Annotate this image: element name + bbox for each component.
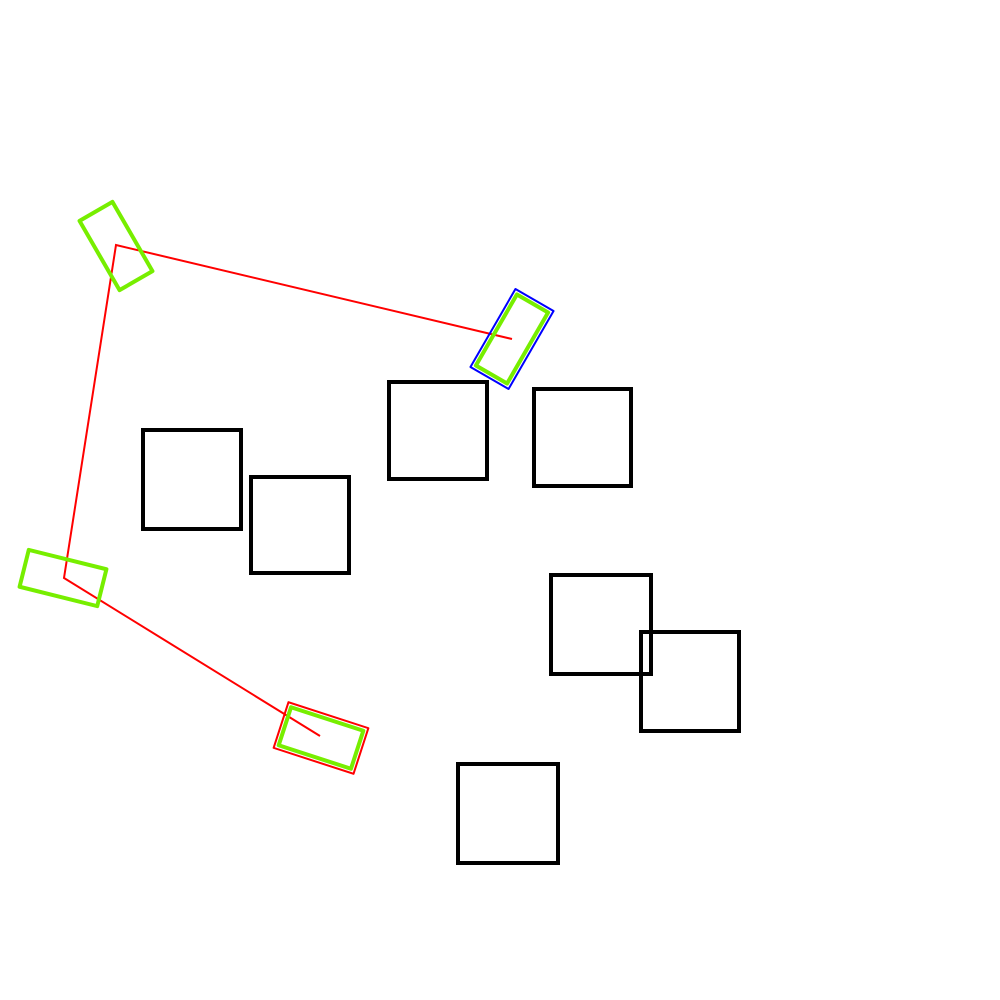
start-pose-outline — [272, 701, 370, 775]
obstacle-square — [141, 428, 243, 531]
obstacles — [141, 380, 741, 865]
waypoint-pose — [77, 199, 155, 293]
waypoint-pose — [17, 547, 109, 609]
obstacle-square — [549, 573, 653, 676]
obstacle-square — [387, 380, 489, 481]
goal-pose-outline — [469, 288, 555, 390]
start-pose — [276, 705, 366, 771]
path-line — [62, 243, 513, 737]
waypoint-poses — [17, 199, 555, 775]
goal-pose — [473, 292, 551, 386]
obstacle-square — [456, 762, 560, 865]
obstacle-square — [249, 475, 351, 575]
obstacle-square — [639, 630, 741, 733]
obstacle-square — [532, 387, 633, 488]
